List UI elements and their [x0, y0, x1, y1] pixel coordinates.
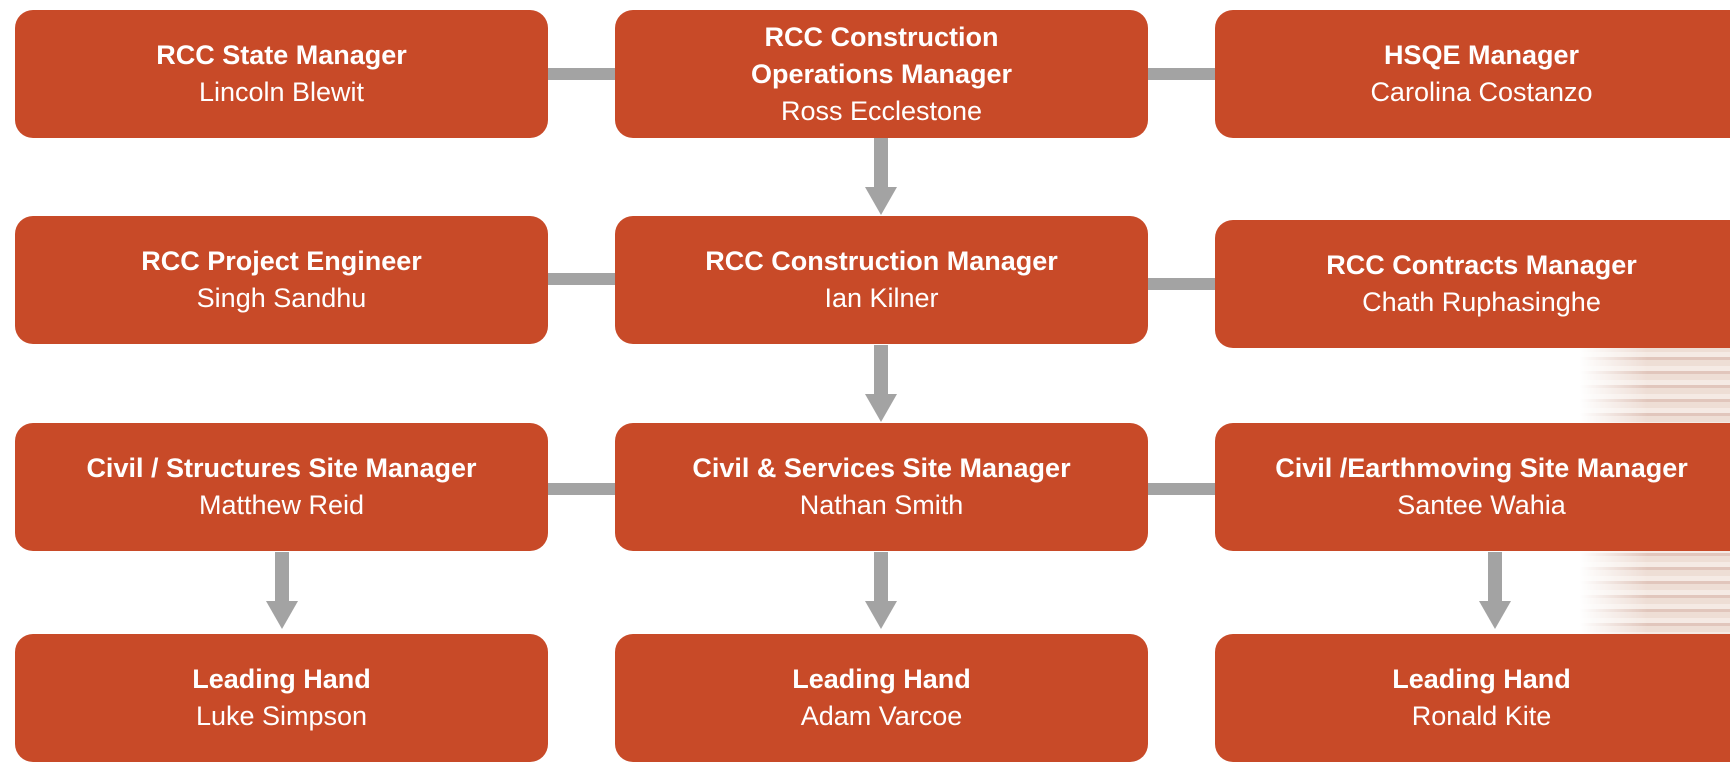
arrow-ops-to-construction-head	[865, 187, 897, 215]
node-title: Leading Hand	[192, 664, 371, 694]
node-person: Nathan Smith	[799, 490, 964, 520]
connector-row2-left	[548, 273, 616, 285]
node-title: Civil & Services Site Manager	[692, 453, 1071, 483]
arrow-ops-to-construction-stem	[874, 138, 888, 189]
connector-row2-right	[1148, 278, 1216, 290]
node-person: Ian Kilner	[824, 283, 939, 313]
arrow-earthmoving-to-leading-hand-head	[1479, 601, 1511, 629]
node-title: Leading Hand	[792, 664, 971, 694]
connector-row3-left	[548, 483, 616, 495]
node-title: RCC Project Engineer	[141, 246, 422, 276]
node-person: Carolina Costanzo	[1370, 77, 1593, 107]
arrow-construction-to-services-head	[865, 394, 897, 422]
arrow-earthmoving-to-leading-hand-stem	[1488, 552, 1502, 603]
node-leading-hand-center: Leading Hand Adam Varcoe	[615, 634, 1148, 762]
node-title: Leading Hand	[1392, 664, 1571, 694]
node-title: RCC Construction Manager	[705, 246, 1058, 276]
node-title: Civil /Earthmoving Site Manager	[1275, 453, 1688, 483]
arrow-services-to-leading-hand-head	[865, 601, 897, 629]
node-title: RCC Construction Operations Manager	[750, 21, 1013, 89]
node-person: Lincoln Blewit	[198, 77, 365, 107]
connector-row1-left	[548, 68, 616, 80]
node-project-engineer: RCC Project Engineer Singh Sandhu	[15, 216, 548, 344]
arrow-construction-to-services-stem	[874, 345, 888, 396]
arrow-structures-to-leading-hand-head	[266, 601, 298, 629]
node-person: Adam Varcoe	[800, 701, 963, 731]
connector-row3-right	[1148, 483, 1216, 495]
node-hsqe-manager: HSQE Manager Carolina Costanzo	[1215, 10, 1730, 138]
arrow-structures-to-leading-hand-stem	[275, 552, 289, 603]
node-leading-hand-right: Leading Hand Ronald Kite	[1215, 634, 1730, 762]
connector-row1-right	[1148, 68, 1216, 80]
node-title: Civil / Structures Site Manager	[86, 453, 477, 483]
node-state-manager: RCC State Manager Lincoln Blewit	[15, 10, 548, 138]
node-person: Matthew Reid	[198, 490, 365, 520]
node-person: Chath Ruphasinghe	[1362, 287, 1601, 317]
node-leading-hand-left: Leading Hand Luke Simpson	[15, 634, 548, 762]
node-title: RCC State Manager	[156, 40, 407, 70]
node-person: Luke Simpson	[195, 701, 368, 731]
arrow-services-to-leading-hand-stem	[874, 552, 888, 603]
node-civil-services-site-manager: Civil & Services Site Manager Nathan Smi…	[615, 423, 1148, 551]
node-person: Santee Wahia	[1397, 490, 1566, 520]
node-contracts-manager: RCC Contracts Manager Chath Ruphasinghe	[1215, 220, 1730, 348]
node-person: Singh Sandhu	[196, 283, 367, 313]
node-construction-operations-manager: RCC Construction Operations Manager Ross…	[615, 10, 1148, 138]
node-person: Ross Ecclestone	[780, 95, 983, 126]
node-civil-structures-site-manager: Civil / Structures Site Manager Matthew …	[15, 423, 548, 551]
node-construction-manager: RCC Construction Manager Ian Kilner	[615, 216, 1148, 344]
node-title: RCC Contracts Manager	[1326, 250, 1637, 280]
node-title: HSQE Manager	[1383, 40, 1580, 70]
node-civil-earthmoving-site-manager: Civil /Earthmoving Site Manager Santee W…	[1215, 423, 1730, 551]
node-person: Ronald Kite	[1411, 701, 1552, 731]
